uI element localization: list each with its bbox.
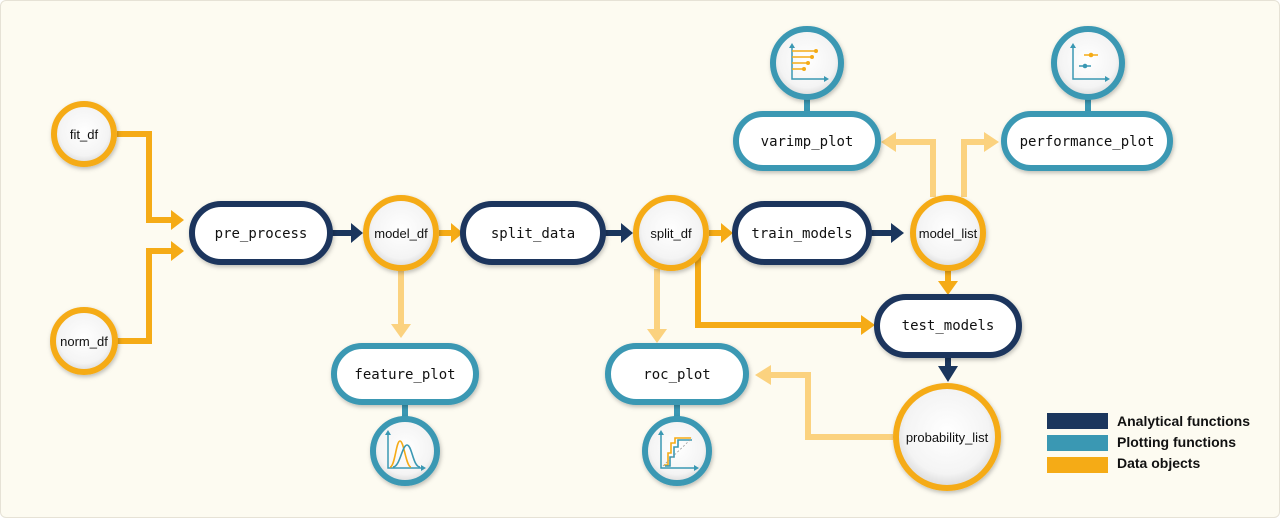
model-list-node[interactable]: model_list: [910, 195, 986, 271]
legend-item-analytical: Analytical functions: [1047, 413, 1250, 429]
arrowhead: [721, 223, 733, 243]
arrowhead: [391, 324, 411, 338]
fit-df-label: fit_df: [70, 127, 99, 142]
arrowhead: [881, 132, 896, 152]
split-df-node[interactable]: split_df: [633, 195, 709, 271]
lollipop-chart-icon: [770, 26, 844, 100]
dot-interval-chart-icon: [1051, 26, 1125, 100]
arrowhead: [755, 365, 771, 385]
test-models-node[interactable]: test_models: [874, 294, 1022, 358]
legend: Analytical functions Plotting functions …: [1047, 413, 1250, 473]
legend-label: Analytical functions: [1117, 413, 1250, 429]
arrowhead: [984, 132, 999, 152]
probability-list-to-roc-plot-connector: [769, 372, 893, 440]
roc-plot-label: roc_plot: [643, 367, 710, 383]
model-list-to-performance-plot-connector: [961, 139, 986, 197]
split-df-to-test-models-connector: [695, 255, 863, 328]
pre-process-node[interactable]: pre_process: [189, 201, 333, 265]
model-list-to-varimp-plot-connector: [894, 139, 936, 197]
model-list-label: model_list: [919, 226, 978, 241]
norm-df-label: norm_df: [60, 334, 108, 349]
legend-item-plotting: Plotting functions: [1047, 434, 1236, 451]
legend-swatch: [1047, 413, 1108, 429]
fit-df-to-pre-process-connector: [117, 131, 173, 223]
varimp-plot-node[interactable]: varimp_plot: [733, 111, 881, 171]
connectors: [117, 97, 1091, 440]
arrowhead: [171, 241, 184, 261]
density-plot-icon: [370, 416, 440, 486]
legend-swatch: [1047, 457, 1108, 473]
roc-curve-icon: [642, 416, 712, 486]
split-data-label: split_data: [491, 226, 575, 242]
performance-plot-node[interactable]: performance_plot: [1001, 111, 1173, 171]
feature-plot-label: feature_plot: [354, 367, 455, 383]
legend-swatch: [1047, 435, 1108, 451]
plotting-functions: feature_plot roc_plot varimp_plot perfor…: [331, 111, 1173, 405]
test-models-label: test_models: [902, 318, 995, 334]
fit-df-node[interactable]: fit_df: [51, 101, 117, 167]
feature-plot-node[interactable]: feature_plot: [331, 343, 479, 405]
arrowhead: [861, 315, 875, 335]
data-objects: fit_df norm_df model_df split_df model_l…: [50, 101, 1001, 491]
probability-list-node[interactable]: probability_list: [893, 383, 1001, 491]
arrowhead: [647, 329, 667, 343]
performance-plot-label: performance_plot: [1020, 134, 1155, 150]
pre-process-label: pre_process: [215, 226, 308, 242]
arrowhead: [938, 281, 958, 295]
arrowhead: [891, 223, 904, 243]
probability-list-label: probability_list: [906, 430, 989, 445]
split-data-node[interactable]: split_data: [460, 201, 606, 265]
arrowhead: [938, 366, 958, 382]
legend-label: Data objects: [1117, 455, 1200, 471]
arrowhead: [351, 223, 363, 243]
plot-icons: [370, 26, 1125, 486]
arrowhead: [451, 223, 463, 243]
train-models-label: train_models: [751, 226, 852, 242]
split-df-label: split_df: [650, 226, 692, 241]
roc-plot-node[interactable]: roc_plot: [605, 343, 749, 405]
arrowhead: [171, 210, 184, 230]
arrowhead: [621, 223, 633, 243]
legend-item-data: Data objects: [1047, 455, 1200, 473]
train-models-node[interactable]: train_models: [732, 201, 872, 265]
legend-label: Plotting functions: [1117, 434, 1236, 450]
varimp-plot-label: varimp_plot: [761, 134, 854, 150]
model-df-node[interactable]: model_df: [363, 195, 439, 271]
norm-df-to-pre-process-connector: [117, 248, 173, 344]
model-df-label: model_df: [374, 226, 428, 241]
analytical-functions: pre_process split_data train_models test…: [189, 201, 1022, 358]
norm-df-node[interactable]: norm_df: [50, 307, 118, 375]
